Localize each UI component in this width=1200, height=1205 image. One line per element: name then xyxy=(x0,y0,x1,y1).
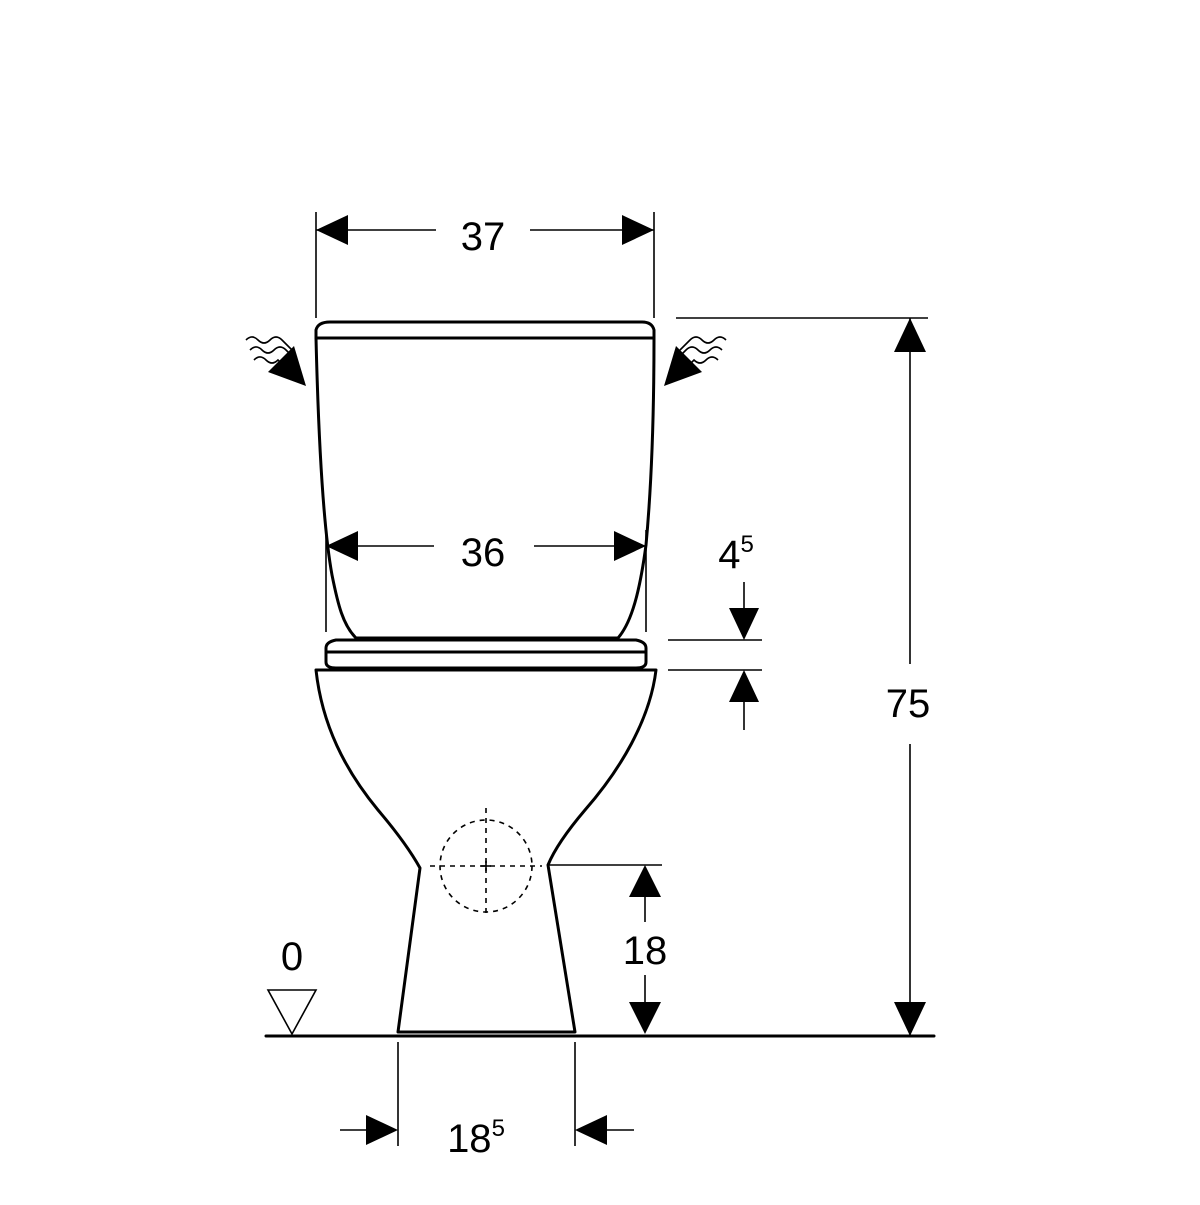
dimension-seat-gap-label: 4 xyxy=(718,533,740,577)
dimension-outlet-height: 18 xyxy=(548,864,668,1034)
water-inlet-arrow-icon xyxy=(245,336,306,386)
bowl-outline xyxy=(314,668,658,1034)
floor-level-triangle-icon xyxy=(266,989,318,1036)
cistern-tank xyxy=(314,336,656,640)
seat-ring xyxy=(324,650,648,670)
dimension-seat-gap: 45 xyxy=(668,531,762,730)
outlet-marker xyxy=(430,808,542,918)
cistern-lid xyxy=(314,320,656,340)
dimension-tank-base-width-label: 36 xyxy=(461,531,506,575)
svg-text:45: 45 xyxy=(718,531,754,577)
seat-lid xyxy=(324,638,648,654)
dimension-outlet-height-label: 18 xyxy=(623,929,668,973)
dimension-seat-gap-superscript: 5 xyxy=(740,531,753,558)
dimension-total-height-label: 75 xyxy=(886,682,931,726)
bowl xyxy=(314,668,658,1034)
svg-text:185: 185 xyxy=(447,1115,505,1161)
seat xyxy=(324,638,648,670)
dimension-base-width-label: 18 xyxy=(447,1117,492,1161)
floor-level-label: 0 xyxy=(281,935,303,979)
dimension-base-width: 185 xyxy=(340,1042,634,1161)
dimension-tank-base-width: 36 xyxy=(325,530,647,632)
dimension-tank-width-label: 37 xyxy=(461,215,506,259)
dimension-base-width-superscript: 5 xyxy=(492,1115,505,1142)
dimension-tank-width: 37 xyxy=(315,212,655,318)
cistern xyxy=(314,320,656,640)
water-inlet-arrow-icon xyxy=(664,336,727,386)
dimension-total-height: 75 xyxy=(676,317,931,1036)
